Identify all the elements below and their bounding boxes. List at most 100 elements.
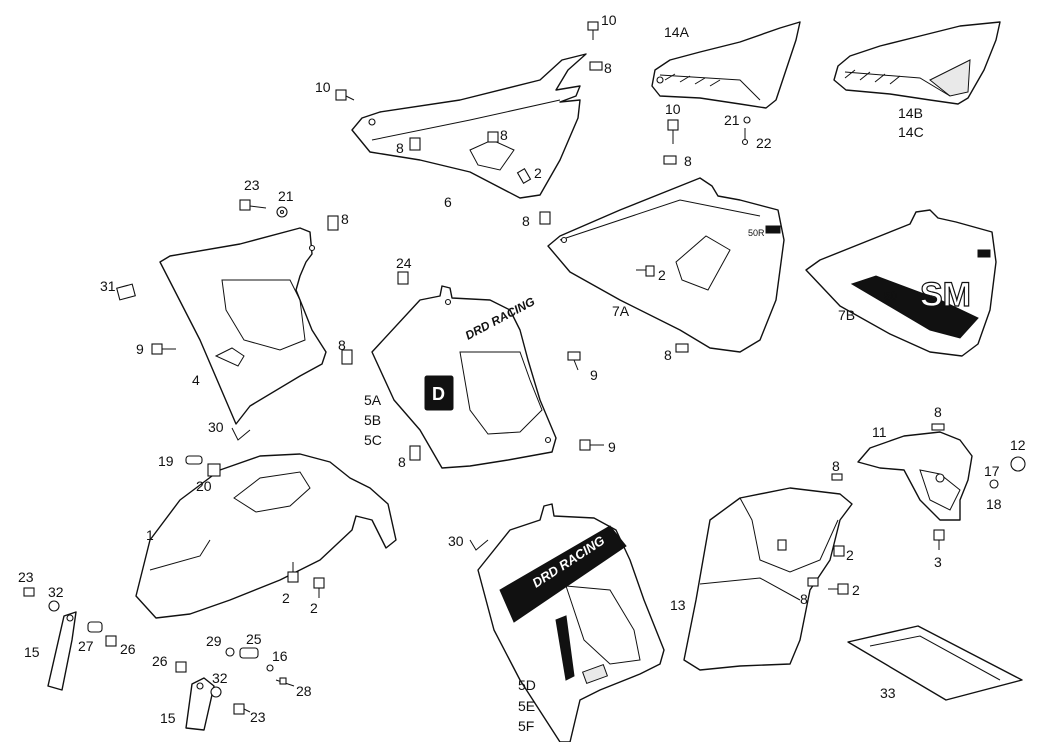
washer-21b <box>276 206 288 218</box>
label-50r: 50R <box>748 228 765 238</box>
callout-26: 26 <box>120 641 136 657</box>
callout-8: 8 <box>338 337 346 353</box>
part-15-lower-bracket <box>185 677 215 731</box>
nut-26b <box>175 661 187 673</box>
callout-4: 4 <box>192 372 200 388</box>
washer-32a <box>48 600 60 612</box>
pad-31 <box>116 283 136 301</box>
callout-30: 30 <box>208 419 224 435</box>
clip-8l <box>807 577 819 587</box>
callout-2: 2 <box>846 547 854 563</box>
callout-7a: 7A <box>612 303 630 319</box>
callout-15: 15 <box>160 710 176 726</box>
screw-2b <box>636 265 655 277</box>
part-5d-fairing: DRD RACING <box>477 503 665 742</box>
callout-2: 2 <box>852 582 860 598</box>
part-7b-side-panel: SM 50 <box>805 209 997 357</box>
clip-8d <box>663 155 677 165</box>
clamp-25 <box>239 647 259 659</box>
callout-20: 20 <box>196 478 212 494</box>
screw-10a <box>587 21 599 40</box>
callout-8: 8 <box>832 458 840 474</box>
part-15-upper-bracket <box>47 611 77 691</box>
callout-29: 29 <box>206 633 222 649</box>
sm-decal: SM <box>920 276 971 314</box>
part-14a-seat-cowl <box>651 21 801 109</box>
callout-11: 11 <box>872 424 887 440</box>
callout-5c: 5C <box>364 432 382 448</box>
callout-labels: 10 8 14A 10 8 8 2 6 10 21 22 14B 14C 8 2… <box>18 12 1026 734</box>
callout-30: 30 <box>448 533 464 549</box>
screw-2c <box>287 562 299 583</box>
callout-23: 23 <box>250 709 266 725</box>
callout-21: 21 <box>724 112 740 128</box>
callout-8: 8 <box>341 211 349 227</box>
callout-21: 21 <box>278 188 294 204</box>
d-badge: D <box>432 384 445 404</box>
nut-26a <box>105 635 117 647</box>
part-4-side-panel <box>159 227 327 425</box>
part-1-front-fender <box>135 453 397 619</box>
callout-10: 10 <box>315 79 331 95</box>
washer-21a <box>743 116 751 124</box>
callout-31: 31 <box>100 278 116 294</box>
callout-16: 16 <box>272 648 288 664</box>
hardware-fasteners <box>23 21 1026 715</box>
clip-8j <box>831 473 843 481</box>
clip-8g <box>341 349 353 365</box>
screw-2f <box>828 583 849 595</box>
screw-9a <box>151 343 176 355</box>
clip-8k <box>931 423 945 431</box>
sm-50-decal: 50 <box>884 289 898 303</box>
callout-9: 9 <box>590 367 598 383</box>
part-5a-fairing: D DRD RACING <box>371 285 557 469</box>
callout-1: 1 <box>146 527 154 543</box>
callout-22: 22 <box>756 135 772 151</box>
washer-16 <box>266 664 274 672</box>
part-13-rear-mudguard <box>683 487 853 671</box>
nut-20 <box>207 463 221 477</box>
callout-2: 2 <box>282 590 290 606</box>
callout-8: 8 <box>398 454 406 470</box>
callout-2: 2 <box>310 600 318 616</box>
callout-3: 3 <box>934 554 942 570</box>
callout-32: 32 <box>212 670 228 686</box>
screw-23a <box>239 199 267 211</box>
clip-30b <box>469 539 489 551</box>
pin-22 <box>741 128 749 146</box>
callout-13: 13 <box>670 597 686 613</box>
callout-10: 10 <box>665 101 681 117</box>
screw-10c <box>667 119 679 144</box>
clip-8h <box>675 343 689 353</box>
washer-17 <box>989 479 999 489</box>
part-6-side-cover <box>351 53 587 199</box>
part-11-license-bracket <box>857 431 973 521</box>
washer-32b <box>210 686 222 698</box>
callout-23: 23 <box>244 177 260 193</box>
screw-2a <box>516 168 532 184</box>
screw-2d <box>313 577 325 598</box>
callout-8: 8 <box>522 213 530 229</box>
clip-8e <box>327 215 339 231</box>
screw-28 <box>275 677 295 687</box>
callout-12: 12 <box>1010 437 1026 453</box>
callout-2: 2 <box>534 165 542 181</box>
callout-24: 24 <box>396 255 412 271</box>
callout-14b: 14B <box>898 105 923 121</box>
part-33-decal-sheet <box>847 625 1023 701</box>
clip-24 <box>397 271 409 285</box>
screw-3 <box>933 529 945 550</box>
nut-29 <box>225 647 235 657</box>
clip-8f <box>539 211 551 225</box>
callout-9: 9 <box>136 341 144 357</box>
clip-8a <box>589 61 603 71</box>
strap-19 <box>185 455 203 465</box>
callout-2: 2 <box>658 267 666 283</box>
callout-14a: 14A <box>664 24 690 40</box>
clamp-27 <box>87 621 103 633</box>
callout-28: 28 <box>296 683 312 699</box>
callout-32: 32 <box>48 584 64 600</box>
callout-8: 8 <box>500 127 508 143</box>
callout-5e: 5E <box>518 698 535 714</box>
